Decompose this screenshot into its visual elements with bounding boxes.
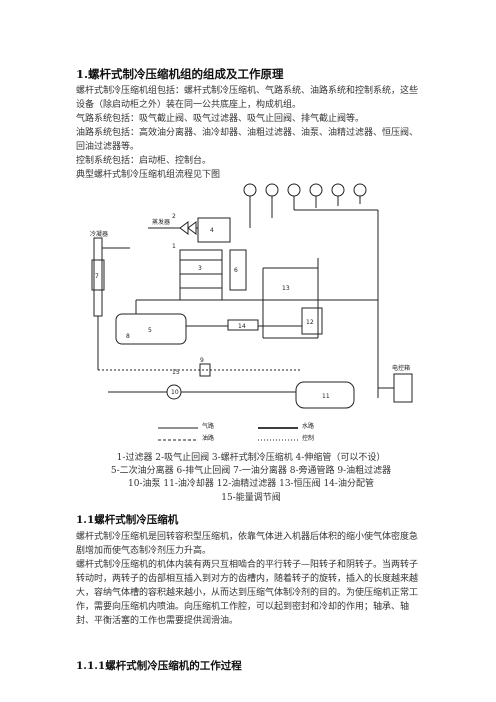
callout-11: 11 — [322, 393, 330, 400]
intro-paragraph-1: 螺杆式制冷压缩机组包括：螺杆式制冷压缩机、气路系统、油路系统和控制系统，这些设备… — [76, 86, 419, 110]
callout-7: 7 — [95, 273, 99, 280]
callout-9: 9 — [200, 357, 204, 364]
intro-paragraph-2: 气路系统包括：吸气截止阀、吸气过滤器、吸气止回阀、排气截止阀等。 — [76, 114, 365, 124]
callout-3: 3 — [198, 265, 202, 272]
section-paragraph-1: 螺杆式制冷压缩机是回转容积型压缩机，依靠气体进入机器后体积的缩小使气体密度急剧增… — [76, 532, 419, 556]
section-heading-1: 1.螺杆式制冷压缩机组的组成及工作原理 — [76, 67, 284, 81]
section-text: 螺杆式制冷压缩机是回转容积型压缩机，依靠气体进入机器后体积的缩小使气体密度急剧增… — [76, 530, 426, 628]
oil-separator-7 — [91, 259, 105, 291]
discharge-pipe-part — [197, 217, 231, 243]
gauge-icon — [265, 183, 279, 197]
oil-cooler — [295, 381, 355, 409]
intro-text: 螺杆式制冷压缩机组包括：螺杆式制冷压缩机、气路系统、油路系统和控制系统，这些设备… — [76, 84, 426, 182]
legend-water: 水路 — [302, 422, 314, 430]
caption-line-3: 10-油泵 11-油冷却器 12-油精过滤器 13-恒压阀 14-油分配管 — [128, 479, 374, 490]
compressor-body — [179, 249, 223, 301]
callout-1: 1 — [172, 243, 176, 250]
callout-13: 13 — [282, 285, 290, 292]
label-condenser: 冷凝器 — [90, 230, 108, 238]
callout-6: 6 — [234, 267, 238, 274]
callout-8: 8 — [126, 333, 130, 340]
control-cabinet — [393, 373, 413, 403]
gauge-icon — [243, 183, 257, 197]
diagram-caption: 1-过滤器 2-吸气止回阀 3-螺杆式制冷压缩机 4-伸缩管（可以不设） 5-二… — [76, 452, 426, 505]
gauge-icon — [287, 183, 301, 197]
section-heading-3: 1.1.1螺杆式制冷压缩机的工作过程 — [76, 660, 242, 672]
intro-paragraph-5: 典型螺杆式制冷压缩机组流程见下图 — [76, 170, 221, 180]
caption-line-1: 1-过滤器 2-吸气止回阀 3-螺杆式制冷压缩机 4-伸缩管（可以不设） — [116, 453, 386, 463]
label-control-box: 电控箱 — [392, 364, 410, 372]
label-evaporator: 蒸发器 — [152, 218, 170, 226]
compressor-unit-flow-diagram: 冷凝器 蒸发器 电控箱 气路 油路 水路 控制 1 2 3 4 5 6 7 8 … — [90, 183, 413, 442]
callout-4: 4 — [210, 227, 214, 234]
oil-separator — [115, 313, 187, 345]
secondary-oil-separator — [229, 249, 247, 291]
section-paragraph-2: 螺杆式制冷压缩机的机体内装有两只互相啮合的平行转子—阳转子和阴转子。当两转子转动… — [76, 560, 419, 626]
legend-control: 控制 — [302, 434, 314, 442]
callout-15: 15 — [172, 369, 180, 376]
intro-paragraph-3: 油路系统包括：高效油分离器、油冷却器、油粗过滤器、油泵、油精过滤器、恒压阀、回油… — [76, 128, 419, 152]
gauge-icon — [353, 183, 367, 197]
callout-12: 12 — [306, 319, 314, 326]
callout-14: 14 — [238, 323, 246, 330]
gauge-icon — [309, 183, 323, 197]
legend-gas: 气路 — [202, 422, 214, 430]
intro-paragraph-4: 控制系统包括：启动柜、控制台。 — [76, 156, 212, 166]
oil-distribution-pipe — [227, 319, 259, 331]
section-heading-2: 1.1螺杆式制冷压缩机 — [76, 514, 179, 526]
callout-5: 5 — [148, 327, 152, 334]
callout-10: 10 — [171, 389, 179, 396]
caption-line-2: 5-二次油分离器 6-排气止回阀 7-一油分离器 8-旁通管路 9-油粗过滤器 — [110, 466, 392, 477]
callout-2: 2 — [172, 213, 176, 220]
caption-line-4: 15-能量调节阀 — [221, 492, 281, 503]
legend-oil: 油路 — [202, 434, 214, 442]
gauge-icon — [331, 183, 345, 197]
